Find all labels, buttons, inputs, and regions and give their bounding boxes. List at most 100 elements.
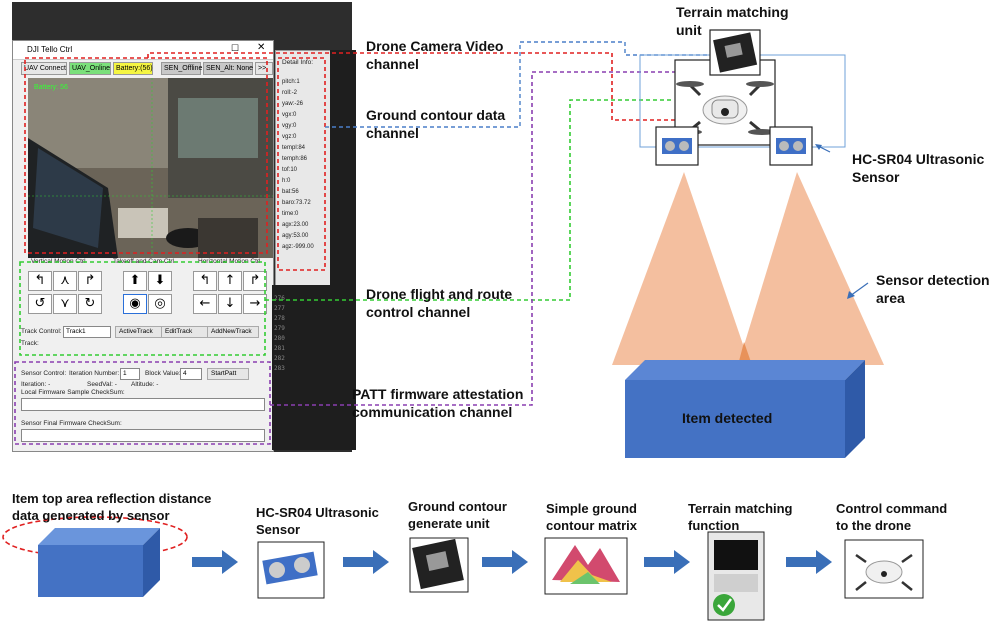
pipeline-arrow [644, 550, 690, 574]
detail-line: baro:73.72 [282, 200, 311, 206]
patt-channel-line [270, 71, 710, 406]
horizontal-motion-header: Horizontal Motion Ctrl [198, 258, 261, 265]
track-select[interactable]: Track1 [63, 326, 111, 338]
local-checksum-field[interactable] [21, 398, 265, 411]
rotate-cw-button[interactable]: ↻ [78, 294, 102, 314]
detail-title: Detail Info: [282, 59, 314, 66]
code-editor: 276 277 278 279 280 281 282 283 [272, 285, 352, 450]
sensor-pointer-head [815, 144, 822, 150]
takeoff-button[interactable]: ⬆ [123, 271, 147, 291]
rotate-ccw-button[interactable]: ↺ [28, 294, 52, 314]
right-button[interactable]: → [243, 294, 267, 314]
uav-connect-button[interactable]: UAV Connect [21, 62, 67, 75]
video-channel-line [147, 52, 686, 121]
left-ultrasonic-sensor-icon [662, 138, 692, 154]
pipeline-step-6: Control command to the drone [836, 501, 948, 533]
patt-region-outline [14, 361, 271, 445]
battery-overlay: Battery: 56 [34, 84, 68, 91]
detail-line: vgy:0 [282, 123, 297, 129]
camera-button[interactable]: ◉ [123, 294, 147, 314]
forward-left-button[interactable]: ↰ [193, 271, 217, 291]
right-detection-cone [738, 172, 884, 365]
detail-line: agx:23.00 [282, 222, 309, 228]
up-split-button[interactable]: ⋏ [53, 271, 77, 291]
pipeline-arrow [343, 550, 389, 574]
flight-region-outline [19, 261, 266, 356]
patt-channel-label: PATT firmware attestation communication … [352, 386, 524, 420]
area-pointer-head [847, 291, 855, 299]
item-box-top [625, 360, 865, 380]
sensor-alt-badge: SEN_Alt: None [203, 62, 253, 75]
down-split-button[interactable]: ⋎ [53, 294, 77, 314]
more-button[interactable]: >> [255, 62, 273, 75]
detection-area-label: Sensor detection area [876, 272, 990, 306]
detail-line: roll:-2 [282, 90, 298, 96]
item-box-front [625, 380, 845, 458]
left-button[interactable]: ← [193, 294, 217, 314]
ground-contour-label: Ground contour data channel [366, 107, 506, 141]
detail-line: vgz:0 [282, 134, 297, 140]
item-detected-label: Item detected [682, 410, 773, 426]
takeoff-cam-header: Takeoff and Cam Ctrl [113, 258, 174, 265]
flight-channel-line [265, 99, 672, 301]
detail-line: tof:10 [282, 167, 298, 173]
detail-region-outline [277, 57, 326, 271]
drone-video-label: Drone Camera Video channel [366, 38, 504, 72]
pipeline-step-2: HC-SR04 Ultrasonic Sensor [256, 505, 379, 537]
block-value-label: Block Value: [145, 370, 181, 377]
forward-button[interactable]: ↑ [218, 271, 242, 291]
pipeline-step-3: Ground contour generate unit [408, 499, 507, 531]
track-control-label: Track Control: [21, 328, 62, 335]
detail-line: temph:86 [282, 156, 308, 162]
window-titlebar: DJI Tello Ctrl ☐ ✕ [13, 41, 273, 60]
start-patt-button[interactable]: StartPatt [207, 368, 249, 380]
detail-line: bat:56 [282, 189, 299, 195]
land-button[interactable]: ⬇ [148, 271, 172, 291]
rotate-left-up-button[interactable]: ↰ [28, 271, 52, 291]
detail-line: yaw:-26 [282, 101, 304, 107]
block-value-input[interactable]: 4 [180, 368, 202, 380]
active-track-button[interactable]: ActiveTrack [115, 326, 163, 338]
backward-button[interactable]: ↓ [218, 294, 242, 314]
pipeline-box-top [38, 528, 160, 545]
area-pointer-line [849, 282, 869, 297]
circuit-board-icon [412, 538, 464, 590]
pipeline-step-4: Simple ground contour matrix [546, 501, 638, 533]
camera-video-feed: Battery: 56 [28, 78, 273, 258]
detail-line: pitch:1 [282, 79, 300, 85]
camera-region-outline [24, 57, 268, 254]
matching-app-icon [713, 540, 758, 616]
detail-line: time:0 [282, 211, 299, 217]
iteration-readout: Iteration: - [21, 381, 51, 388]
final-checksum-label: Sensor Final Firmware CheckSum: [21, 420, 122, 427]
forward-right-button[interactable]: ↱ [243, 271, 267, 291]
sensor-status-badge: SEN_Offline [161, 62, 202, 75]
final-checksum-field[interactable] [21, 429, 265, 442]
add-new-track-button[interactable]: AddNewTrack [207, 326, 259, 338]
iteration-number-input[interactable]: 1 [120, 368, 140, 380]
contour-channel-line [325, 41, 710, 128]
uav-online-badge: UAV_Online [69, 62, 111, 75]
hc-sensor-label: HC-SR04 Ultrasonic Sensor [852, 151, 985, 185]
close-icon[interactable]: ✕ [257, 42, 266, 53]
maximize-icon[interactable]: ☐ [231, 43, 240, 53]
right-ultrasonic-sensor-icon [776, 138, 806, 154]
seedval-readout: SeedVal: - [87, 381, 117, 388]
pipeline-step-5: Terrain matching function [688, 501, 793, 533]
local-checksum-label: Local Firmware Sample CheckSum: [21, 389, 125, 396]
window-title: DJI Tello Ctrl [27, 45, 73, 54]
detail-line: vgx:0 [282, 112, 297, 118]
pipeline-arrow [192, 550, 238, 574]
detail-line: templ:84 [282, 145, 306, 151]
iteration-number-label: Iteration Number: [69, 370, 120, 377]
circuit-board-icon [713, 32, 758, 73]
pipeline-step-1: Item top area reflection distance data g… [12, 491, 212, 523]
rotate-right-up-button[interactable]: ↱ [78, 271, 102, 291]
detail-line: agz:-999.00 [282, 244, 314, 250]
flight-channel-label: Drone flight and route control channel [366, 286, 513, 320]
sensor-control-label: Sensor Control: [21, 370, 67, 377]
pipeline-arrow [786, 550, 832, 574]
terrain-unit-label: Terrain matching unit [676, 4, 789, 38]
contour-surface-icon [552, 545, 620, 584]
photo-button[interactable]: ◎ [148, 294, 172, 314]
